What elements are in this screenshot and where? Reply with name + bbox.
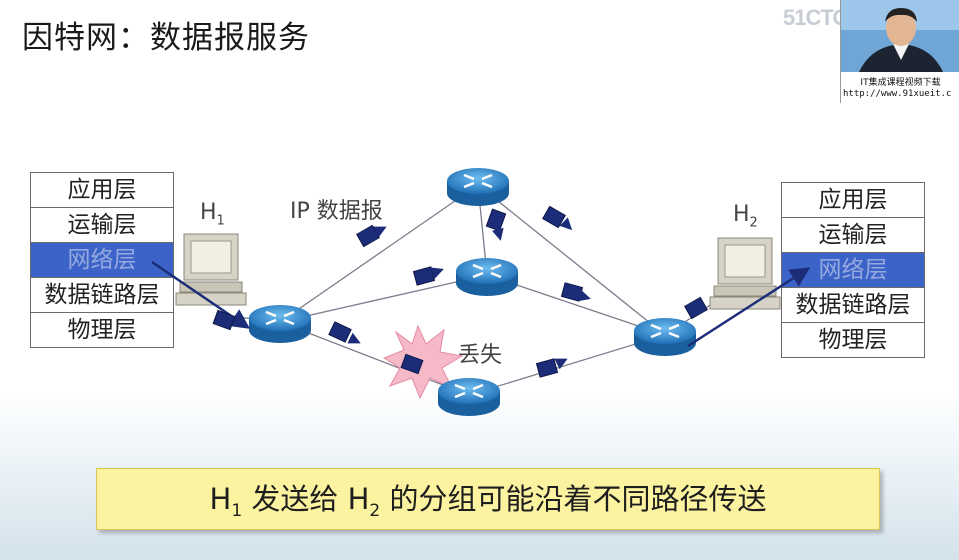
host2-layer-physical: 物理层 [818,327,888,353]
router-r3-icon [456,258,518,296]
host2-layer-datalink: 数据链路层 [782,288,924,323]
host2-protocol-stack: 应用层 运输层 网络层 数据链路层 物理层 [781,182,925,358]
host2-layer-application: 应用层 [782,183,924,218]
host1-label: H1 [200,200,225,229]
packet-icon [212,309,236,331]
packet-icon [328,321,352,343]
packet-icon [356,224,380,248]
packet-icon [400,353,424,375]
packet-icon [535,358,559,378]
summary-banner: H1 发送给 H2 的分组可能沿着不同路径传送 [96,468,880,530]
packet-lost-burst-icon [382,324,464,400]
host1-computer-icon [175,233,247,306]
packet-icon [485,208,507,232]
video-url: http://www.91xueit.c [843,89,952,99]
host1-layer-transport: 运输层 [31,208,173,243]
router-r4-icon [438,378,500,416]
link-r1-r4 [279,321,470,396]
link-r1-r3 [279,274,488,323]
router-r5-icon [634,318,696,356]
presenter-icon [841,0,959,72]
packet-icon [684,296,708,320]
router-r2-icon [447,168,509,206]
host2-layer-transport: 运输层 [782,218,924,253]
host1-layer-physical: 物理层 [67,317,137,343]
page-title: 因特网：数据报服务 [22,20,310,56]
presenter-photo [841,0,959,72]
host1-layer-application: 应用层 [31,173,173,208]
packet-icon [412,266,436,286]
host1-protocol-stack: 应用层 运输层 网络层 数据链路层 物理层 [30,172,174,348]
video-caption: IT集成课程视频下载 [860,78,941,88]
packet-icon [542,205,566,229]
host1-layer-datalink: 数据链路层 [31,278,173,313]
router-r1-icon [249,305,311,343]
h2-receive-arrow [687,267,811,348]
datagram-label: IP 数据报 [290,199,383,224]
video-overlay: IT集成课程视频下载 http://www.91xueit.c [840,0,959,103]
host2-label: H2 [733,202,758,231]
link-r1-r2 [279,184,479,323]
host2-computer-icon [709,237,781,310]
packet-icon [560,282,584,302]
link-r2-r5 [477,184,666,336]
lost-label: 丢失 [458,343,503,368]
host1-layer-network: 网络层 [31,243,173,278]
